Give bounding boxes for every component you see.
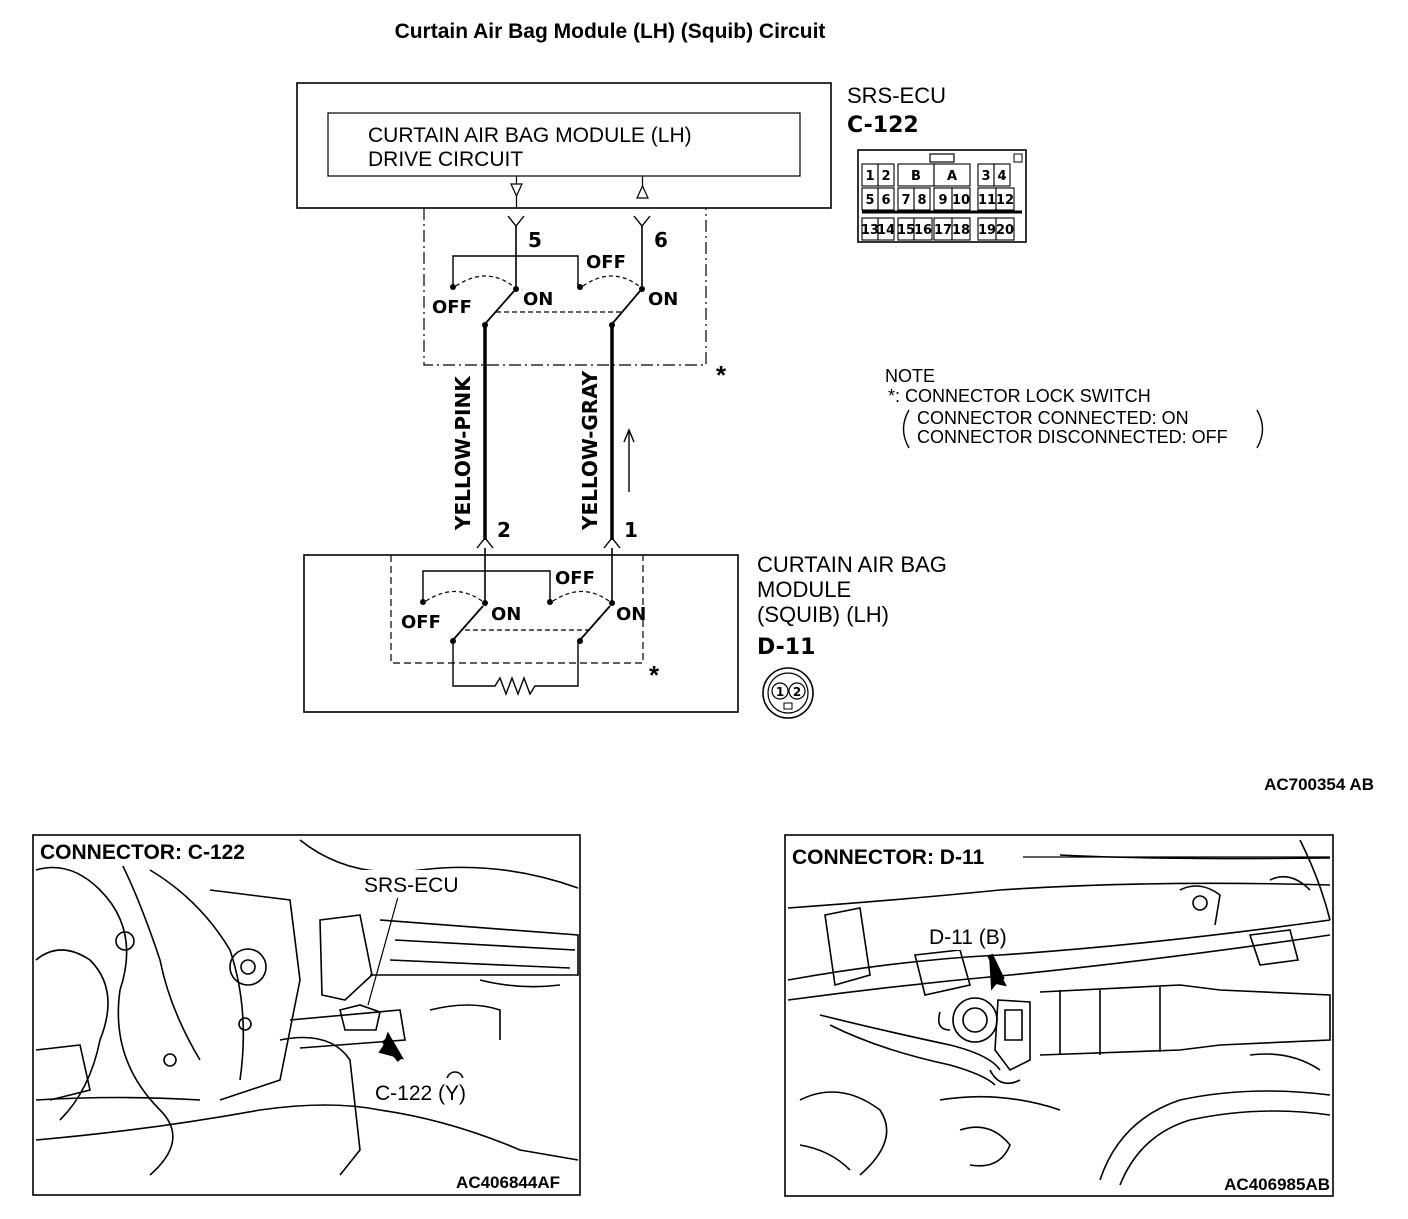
airbag-module-block: * OFF ON OFF ON	[303, 548, 739, 713]
ecu-right-on-label: ON	[648, 289, 678, 310]
module-name-line2: MODULE	[757, 577, 851, 602]
terminal-6-label: 6	[654, 228, 668, 252]
drive-circuit-label-line1: CURTAIN AIR BAG MODULE (LH)	[368, 124, 692, 147]
ecu-left-off-label: OFF	[432, 297, 472, 318]
d11-pin-2: 2	[793, 685, 801, 699]
c122-photo-code: AC406844AF	[456, 1173, 560, 1192]
ecu-lock-switch-group: * 5 6 OFF ON OFF ON	[423, 208, 727, 390]
wire-left-color-label: YELLOW-PINK	[451, 375, 475, 531]
note-line-connected: CONNECTOR CONNECTED: ON	[917, 408, 1189, 428]
module-connector-label: D-11	[757, 635, 815, 660]
d11-connector-label: D-11 (B)	[929, 926, 1007, 949]
note-heading: NOTE	[885, 366, 935, 386]
terminal-6-symbol-icon	[633, 215, 651, 228]
c122-pin: 16	[914, 223, 932, 238]
c122-pin: 15	[897, 223, 915, 238]
c122-pin: 5	[865, 193, 874, 208]
c122-pin: 8	[917, 193, 926, 208]
diagram-code: AC700354 AB	[1264, 775, 1374, 794]
photo-panel-c122: CONNECTOR: C-122 SRS-ECU C-122 (Y) AC406…	[32, 834, 581, 1196]
ecu-name-label: SRS-ECU	[847, 83, 946, 108]
c122-pin: 2	[881, 169, 890, 184]
terminal-2-label: 2	[497, 518, 511, 542]
c122-pin: 11	[978, 193, 996, 208]
module-name-line1: CURTAIN AIR BAG	[757, 552, 947, 577]
output-down-triangle-icon	[510, 183, 523, 198]
photo-panel-d11: CONNECTOR: D-11 D-11 (B) AC406985AB	[784, 834, 1334, 1197]
srs-ecu-block: CURTAIN AIR BAG MODULE (LH) DRIVE CIRCUI…	[296, 82, 832, 209]
d11-photo-code: AC406985AB	[1224, 1175, 1330, 1194]
squib-resistor-icon	[452, 641, 579, 696]
module-switch-star-mark: *	[649, 660, 660, 690]
c122-pin: 6	[881, 193, 890, 208]
note-block: NOTE *: CONNECTOR LOCK SWITCH CONNECTOR …	[885, 366, 1264, 449]
module-right-off-label: OFF	[555, 568, 595, 589]
terminal-5-symbol-icon	[507, 215, 525, 228]
d11-connector-face-icon: 1 2	[762, 667, 814, 719]
c122-pin: B	[911, 169, 921, 184]
drive-circuit-label-line2: DRIVE CIRCUIT	[368, 148, 523, 171]
c122-ecu-label: SRS-ECU	[364, 874, 459, 897]
page-title: Curtain Air Bag Module (LH) (Squib) Circ…	[395, 20, 826, 43]
c122-pin: 18	[952, 223, 970, 238]
c122-pin: 20	[996, 223, 1014, 238]
wire-right-color-label: YELLOW-GRAY	[578, 370, 602, 531]
ecu-right-off-label: OFF	[586, 252, 626, 273]
c122-pin: 13	[861, 223, 879, 238]
d11-panel-heading: CONNECTOR: D-11	[792, 846, 984, 869]
note-star-line: *: CONNECTOR LOCK SWITCH	[888, 386, 1151, 406]
ecu-connector-label: C-122	[847, 113, 919, 138]
c122-connector-label: C-122 (Y)	[375, 1082, 466, 1105]
ecu-switch-star-mark: *	[716, 360, 727, 390]
c122-pin: 19	[978, 223, 996, 238]
current-direction-arrow-icon	[623, 428, 635, 443]
terminal-1-symbol-icon	[603, 536, 621, 549]
c122-panel-heading: CONNECTOR: C-122	[40, 841, 245, 864]
c122-pin: 14	[877, 223, 895, 238]
terminal-1-label: 1	[624, 518, 638, 542]
output-up-triangle-icon	[636, 184, 649, 199]
c122-pin: 12	[996, 193, 1014, 208]
c122-pin: 17	[934, 223, 952, 238]
c122-pin: 4	[997, 169, 1006, 184]
c122-pin: 10	[952, 193, 970, 208]
c122-pin: 9	[938, 193, 947, 208]
module-right-on-label: ON	[616, 604, 646, 625]
d11-location-illustration	[787, 839, 1331, 1186]
harness-wires: YELLOW-PINK YELLOW-GRAY 2 1	[451, 325, 638, 549]
c122-pin: 7	[901, 193, 910, 208]
terminal-2-symbol-icon	[476, 536, 494, 549]
d11-pin-1: 1	[776, 685, 784, 699]
c122-pin: 3	[981, 169, 990, 184]
module-left-off-label: OFF	[401, 612, 441, 633]
ecu-left-on-label: ON	[523, 289, 553, 310]
module-name-line3: (SQUIB) (LH)	[757, 602, 889, 627]
note-line-disconnected: CONNECTOR DISCONNECTED: OFF	[917, 427, 1228, 447]
c122-pin: A	[947, 169, 957, 184]
c122-pin: 1	[865, 169, 874, 184]
terminal-5-label: 5	[528, 228, 542, 252]
module-left-on-label: ON	[491, 604, 521, 625]
